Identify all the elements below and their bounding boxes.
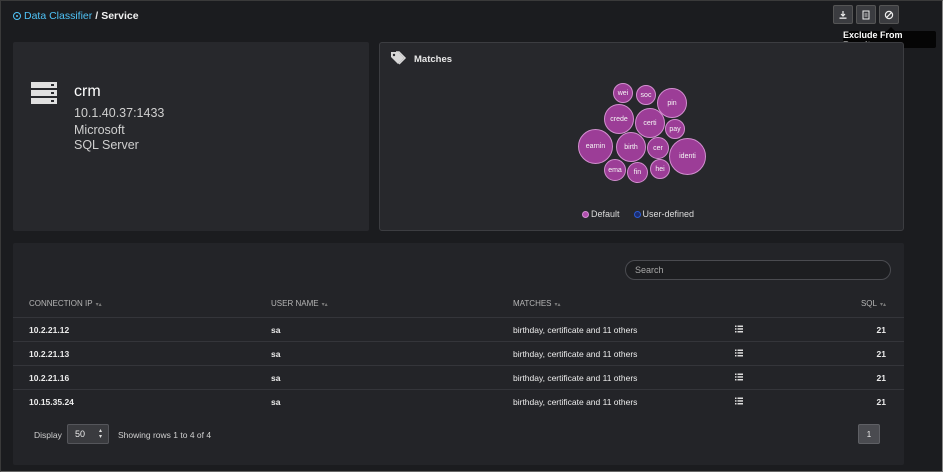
breadcrumb: Data Classifier / Service	[13, 10, 139, 22]
cell-matches: birthday, certificate and 11 others	[513, 325, 638, 335]
sort-icon: ▾▴	[95, 302, 102, 308]
ban-icon	[884, 10, 894, 19]
cell-matches: birthday, certificate and 11 others	[513, 397, 638, 407]
match-bubble[interactable]: earnin	[578, 129, 613, 164]
table-row[interactable]: 10.2.21.16 sa birthday, certificate and …	[13, 365, 904, 389]
server-type-line1: Microsoft	[74, 123, 125, 137]
matches-panel: Matches wei soc pin crede certi pay earn…	[379, 42, 904, 231]
matches-title: Matches	[414, 54, 453, 65]
connections-table-panel: CONNECTION IP▾▴ USER NAME▾▴ MATCHES▾▴ SQ…	[13, 243, 904, 465]
breadcrumb-current: Service	[101, 10, 139, 22]
column-header-user-name[interactable]: USER NAME▾▴	[271, 299, 328, 308]
download-icon	[839, 10, 847, 19]
table-row[interactable]: 10.15.35.24 sa birthday, certificate and…	[13, 389, 904, 413]
column-label: SQL	[860, 299, 877, 308]
page-size-select[interactable]: 50 ▴▾	[67, 424, 109, 444]
legend-item-user-defined[interactable]: User-defined	[633, 209, 695, 219]
cell-connection-ip: 10.2.21.12	[29, 325, 70, 335]
matches-legend: Default User-defined	[582, 209, 694, 219]
list-icon[interactable]	[735, 373, 743, 381]
showing-rows-text: Showing rows 1 to 4 of 4	[118, 430, 212, 440]
column-header-sql[interactable]: SQL▾▴	[861, 299, 886, 308]
cell-user-name: sa	[271, 349, 281, 359]
column-label: CONNECTION IP	[29, 299, 93, 308]
display-label: Display	[34, 430, 62, 440]
cell-connection-ip: 10.2.21.16	[29, 373, 70, 383]
match-bubble[interactable]: identi	[669, 138, 706, 175]
match-bubble[interactable]: wei	[613, 83, 633, 103]
cell-connection-ip: 10.2.21.13	[29, 349, 70, 359]
cell-connection-ip: 10.15.35.24	[29, 397, 74, 407]
tag-icon	[391, 51, 407, 65]
server-host: 10.1.40.37:1433	[74, 106, 165, 120]
legend-item-default[interactable]: Default	[582, 209, 620, 219]
cell-matches: birthday, certificate and 11 others	[513, 349, 638, 359]
download-button[interactable]	[833, 5, 853, 24]
table-row[interactable]: 10.2.21.12 sa birthday, certificate and …	[13, 317, 904, 341]
table-row[interactable]: 10.2.21.13 sa birthday, certificate and …	[13, 341, 904, 365]
match-bubble[interactable]: hei	[650, 159, 670, 179]
legend-default-label: Default	[591, 209, 620, 219]
toolbar	[833, 5, 899, 24]
search-input[interactable]	[625, 260, 891, 280]
page-size-value: 50	[75, 429, 86, 439]
column-label: MATCHES	[513, 299, 552, 308]
column-label: USER NAME	[271, 299, 319, 308]
column-header-matches[interactable]: MATCHES▾▴	[513, 299, 561, 308]
cell-user-name: sa	[271, 373, 281, 383]
sort-icon: ▾▴	[879, 302, 886, 308]
match-bubble[interactable]: birth	[616, 132, 646, 162]
select-caret-icon: ▴▾	[98, 428, 102, 440]
match-bubble[interactable]: soc	[636, 85, 656, 105]
list-icon[interactable]	[735, 325, 743, 333]
match-bubble[interactable]: certi	[635, 108, 665, 138]
user-defined-color-dot	[633, 211, 641, 218]
column-header-connection-ip[interactable]: CONNECTION IP▾▴	[29, 299, 102, 308]
sort-icon: ▾▴	[321, 302, 328, 308]
server-type: Microsoft SQL Server	[74, 123, 194, 153]
list-icon[interactable]	[735, 397, 743, 405]
table-header: CONNECTION IP▾▴ USER NAME▾▴ MATCHES▾▴ SQ…	[13, 295, 904, 315]
match-bubble[interactable]: cer	[647, 137, 669, 159]
match-bubble[interactable]: fin	[627, 162, 648, 183]
breadcrumb-data-classifier-link[interactable]: Data Classifier	[24, 10, 93, 22]
document-icon	[862, 10, 870, 19]
export-document-button[interactable]	[856, 5, 876, 24]
cell-sql: 21	[876, 349, 886, 359]
sort-icon: ▾▴	[554, 302, 561, 308]
exclude-from-results-button[interactable]	[879, 5, 899, 24]
server-icon	[31, 82, 57, 104]
server-info-panel: crm 10.1.40.37:1433 Microsoft SQL Server	[13, 42, 369, 231]
cell-user-name: sa	[271, 325, 281, 335]
list-icon[interactable]	[735, 349, 743, 357]
match-bubble[interactable]: ema	[604, 159, 626, 181]
server-type-line2: SQL Server	[74, 138, 139, 152]
cell-sql: 21	[876, 325, 886, 335]
legend-user-defined-label: User-defined	[642, 209, 695, 219]
default-color-dot	[582, 211, 589, 218]
cell-matches: birthday, certificate and 11 others	[513, 373, 638, 383]
pagination-page-button[interactable]: 1	[858, 424, 880, 444]
server-name: crm	[74, 83, 101, 100]
cell-user-name: sa	[271, 397, 281, 407]
breadcrumb-separator: /	[95, 10, 99, 22]
match-bubble[interactable]: pay	[665, 119, 685, 139]
cell-sql: 21	[876, 397, 886, 407]
match-bubble[interactable]: crede	[604, 104, 634, 134]
cell-sql: 21	[876, 373, 886, 383]
target-icon	[13, 12, 21, 20]
matches-bubble-chart: wei soc pin crede certi pay earnin birth…	[575, 81, 710, 183]
